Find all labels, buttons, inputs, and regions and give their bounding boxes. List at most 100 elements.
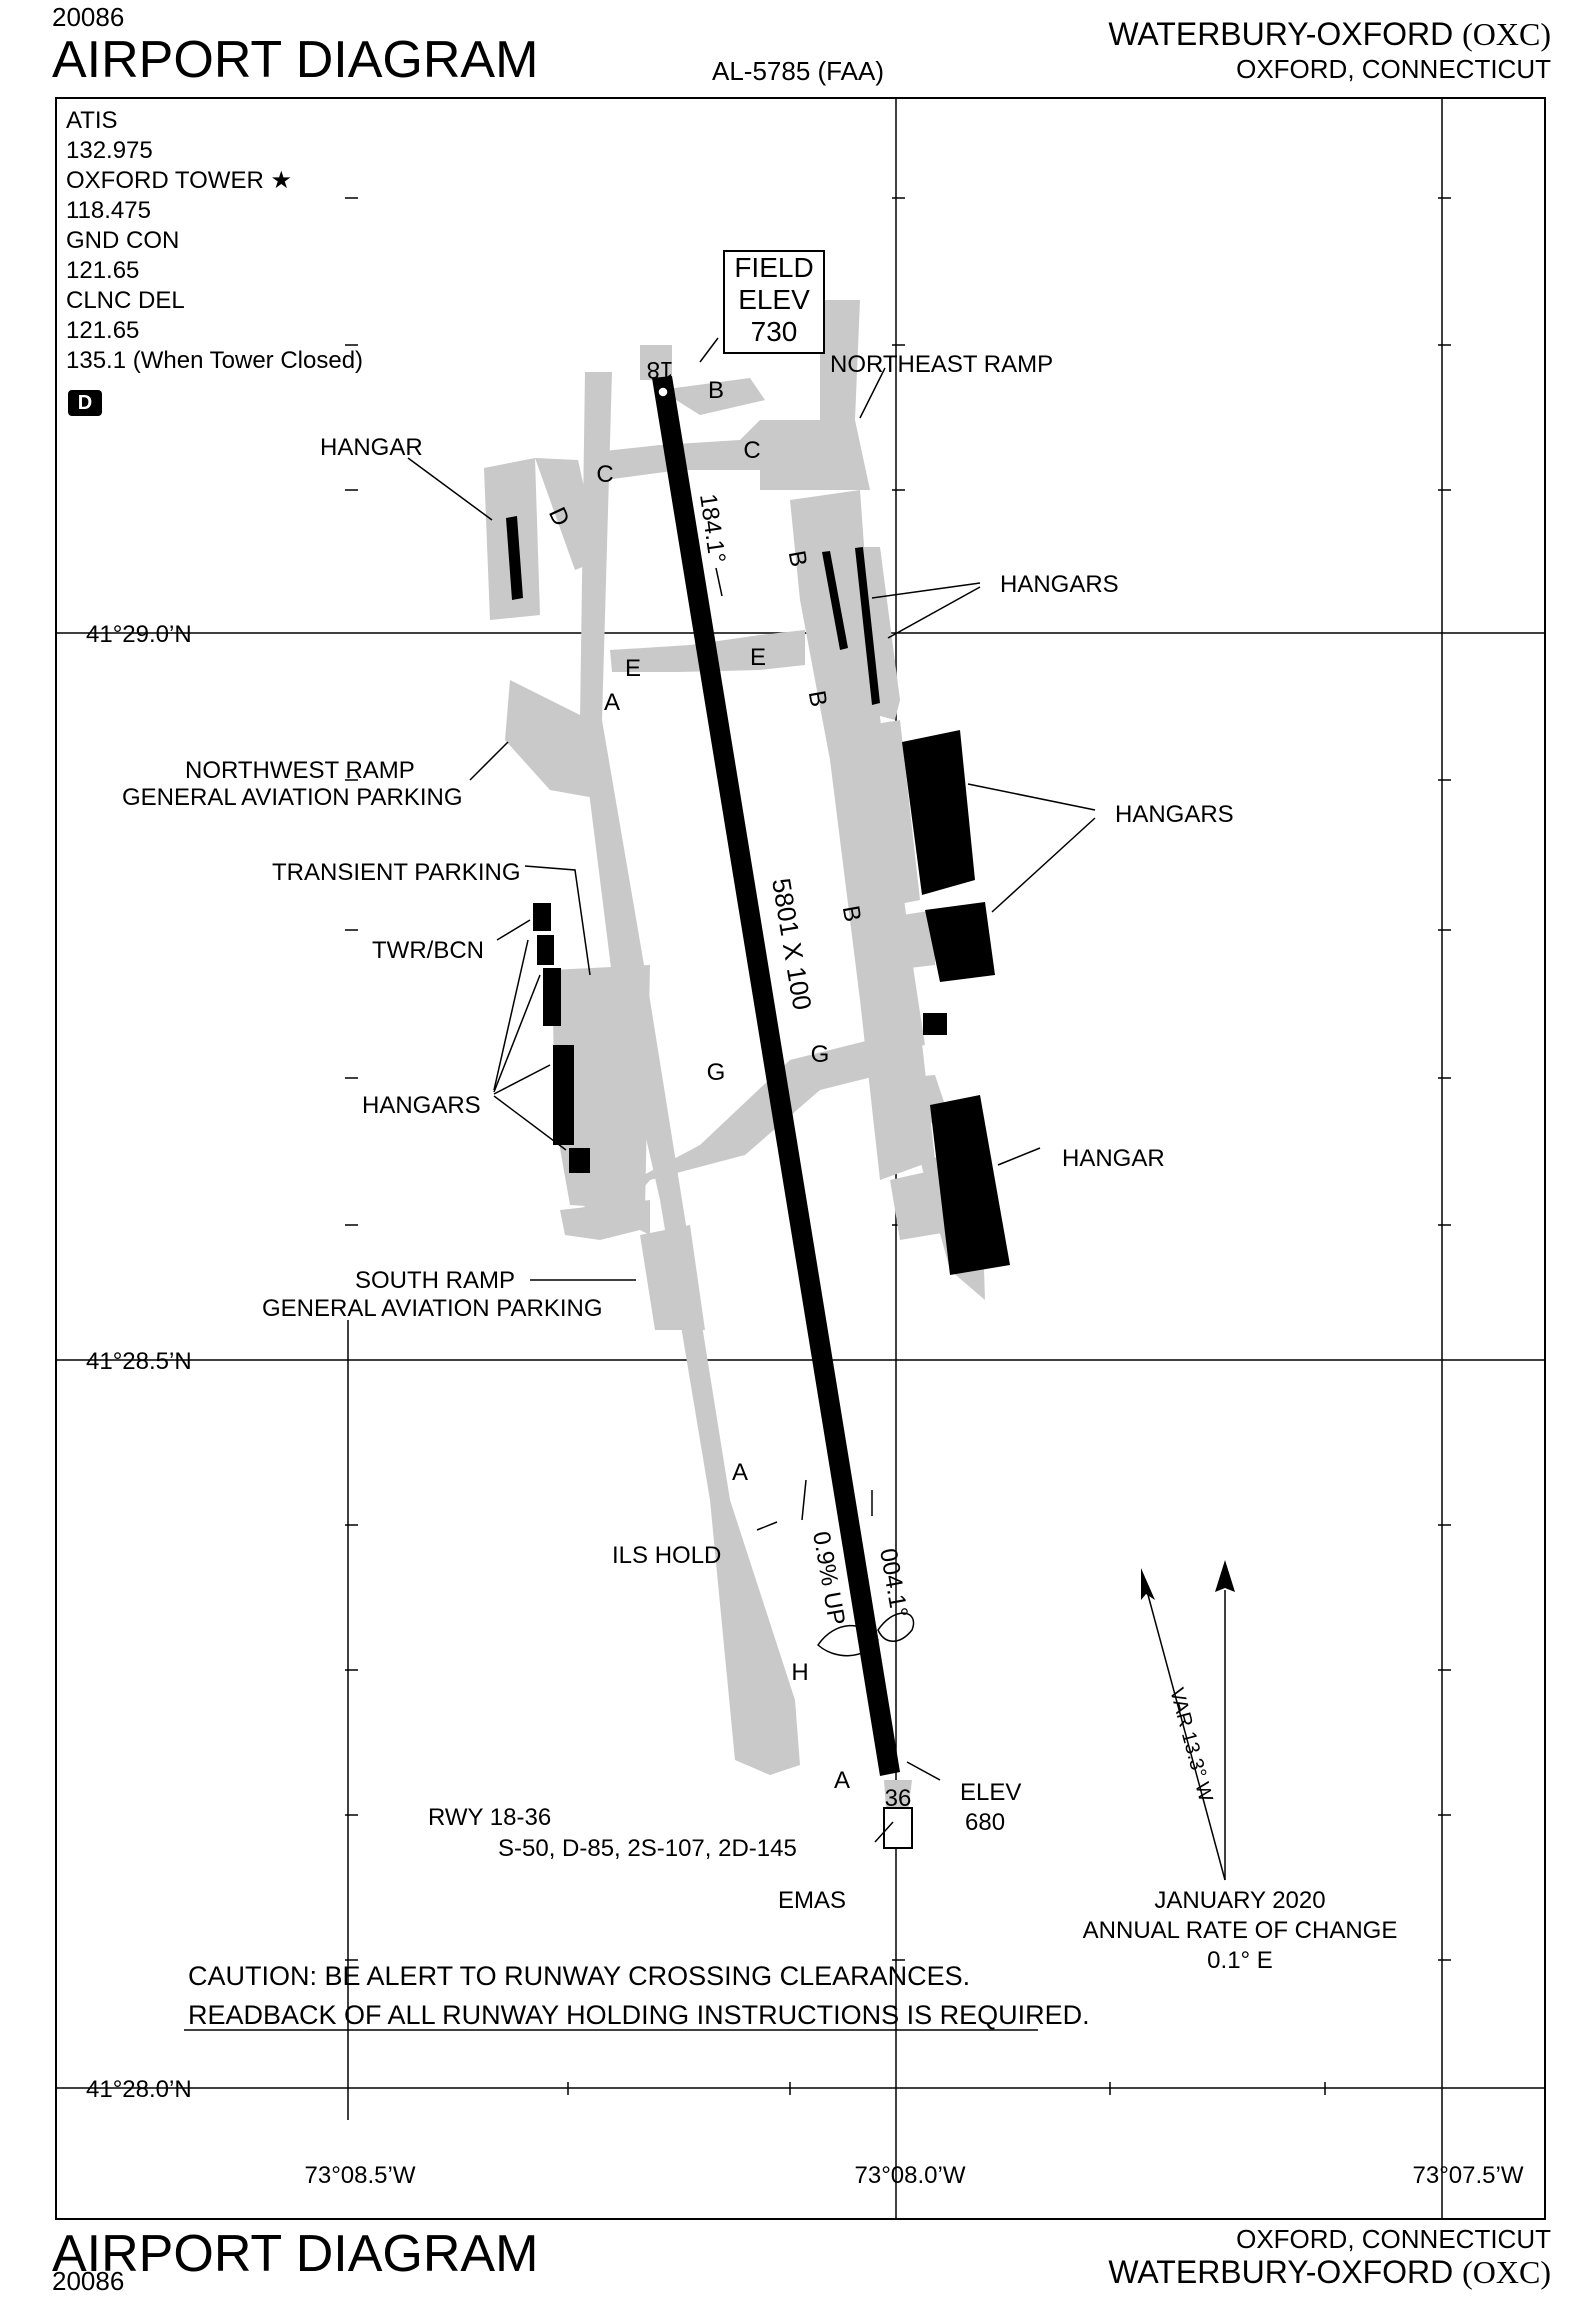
east-apron-c xyxy=(858,980,925,1050)
west-apron-south xyxy=(560,1200,650,1240)
label-nw-ga-parking: GENERAL AVIATION PARKING xyxy=(122,784,463,811)
frequency-list: ATIS 132.975 OXFORD TOWER ★ 118.475 GND … xyxy=(66,106,363,376)
northwest-ramp xyxy=(505,680,606,800)
runway-number-north: 18 xyxy=(647,356,674,383)
d-atis-badge: D xyxy=(68,390,102,416)
airport-name: WATERBURY-OXFORD xyxy=(1108,16,1454,52)
airport-id: (OXC) xyxy=(1462,2254,1551,2290)
caution-line-2: READBACK OF ALL RUNWAY HOLDING INSTRUCTI… xyxy=(188,2000,1090,2030)
taxiway-b-north xyxy=(660,378,765,415)
leader-elev-680 xyxy=(906,1761,941,1781)
leader-twr-bcn xyxy=(496,919,531,941)
taxiway-label-a: A xyxy=(834,1767,850,1794)
leader-hangars-w-2 xyxy=(493,974,541,1093)
hangar-w-1 xyxy=(537,935,554,965)
taxiway-label-e: E xyxy=(750,644,766,671)
hold-mark-h-west xyxy=(817,1624,879,1657)
leader-hangars-w-1 xyxy=(493,939,529,1091)
chart-code-top: 20086 xyxy=(52,2,125,32)
building-e xyxy=(923,1013,947,1035)
freq-line: 135.1 (When Tower Closed) xyxy=(66,347,364,374)
leader-lines xyxy=(407,337,1096,1843)
change-date: JANUARY 2020 xyxy=(1154,1887,1325,1914)
field-elev-line1: FIELD xyxy=(734,252,814,283)
heading-north-label: 004.1° xyxy=(874,1546,913,1619)
label-hangar-se: HANGAR xyxy=(1062,1145,1165,1172)
chart-code-bottom: 20086 xyxy=(52,2266,125,2296)
south-ramp xyxy=(640,1225,705,1330)
latitude-label: 41°28.0’N xyxy=(86,2076,192,2103)
taxiway-label-c: C xyxy=(743,437,760,464)
taxiway-label-e: E xyxy=(625,655,641,682)
freq-line: 132.975 xyxy=(66,137,153,164)
airport-name-bottom: WATERBURY-OXFORD (OXC) xyxy=(1108,2256,1551,2288)
magnetic-variation: VAR 13.3° W xyxy=(1165,1686,1216,1804)
label-hangars-ne: HANGARS xyxy=(1000,571,1119,598)
runway-elev-value: 680 xyxy=(965,1809,1005,1836)
leader-hangars-w-4 xyxy=(493,1095,567,1151)
runway-strength-title: RWY 18-36 xyxy=(428,1804,551,1831)
latitude-label: 41°28.5’N xyxy=(86,1348,192,1375)
freq-line: 121.65 xyxy=(66,257,140,284)
label-ils-hold: ILS HOLD xyxy=(612,1542,721,1569)
label-south-ramp: SOUTH RAMP xyxy=(355,1267,515,1294)
leader-hangars-ne-2 xyxy=(887,586,981,639)
rwy-18-apron xyxy=(820,300,860,420)
runway-18-36 xyxy=(652,376,900,1776)
taxiway-label-b: B xyxy=(708,377,724,404)
leader-hangars-e-1 xyxy=(967,783,1096,811)
taxiway-label-g: G xyxy=(707,1059,726,1086)
airport-name: WATERBURY-OXFORD xyxy=(1108,2254,1454,2290)
label-emas: EMAS xyxy=(778,1887,846,1914)
taxiway-label-a: A xyxy=(604,689,620,716)
leader-transient xyxy=(524,865,591,976)
airport-id: (OXC) xyxy=(1462,16,1551,52)
hangar-w-4 xyxy=(569,1148,590,1173)
runway-elev-label: ELEV xyxy=(960,1779,1021,1806)
label-northeast-ramp: NORTHEAST RAMP xyxy=(830,351,1053,378)
label-northwest-ramp: NORTHWEST RAMP xyxy=(185,757,415,784)
label-transient-parking: TRANSIENT PARKING xyxy=(272,859,520,886)
label-hangars-e: HANGARS xyxy=(1115,801,1234,828)
taxiway-d xyxy=(535,458,600,570)
leader-hangars-ne-1 xyxy=(871,582,981,599)
freq-line: 118.475 xyxy=(66,197,151,224)
field-elevation-box: FIELD ELEV 730 xyxy=(723,250,825,354)
label-tower-beacon: TWR/BCN xyxy=(372,937,484,964)
north-arrows xyxy=(1141,1560,1235,1881)
ils-hold-mark xyxy=(756,1521,778,1531)
runway-dimensions: 5801 X 100 xyxy=(766,876,818,1012)
leader-northeast-ramp xyxy=(859,367,886,419)
change-rate: 0.1° E xyxy=(1207,1947,1273,1974)
page-title: AIRPORT DIAGRAM xyxy=(52,31,539,89)
arrow-heading-south xyxy=(715,567,723,597)
longitude-label: 73°08.0’W xyxy=(855,2162,966,2189)
freq-line: 121.65 xyxy=(66,317,140,344)
magnetic-north-arrow xyxy=(1141,1568,1155,1600)
hangar-e-2 xyxy=(925,902,995,982)
airport-name-top: WATERBURY-OXFORD (OXC) xyxy=(1108,18,1551,50)
leader-hangar-se xyxy=(997,1147,1041,1166)
leader-field-elev xyxy=(699,337,719,363)
taxiway-label-c: C xyxy=(596,461,613,488)
taxiway-a xyxy=(580,372,800,1775)
airport-reference-point xyxy=(657,386,669,398)
freq-line: OXFORD TOWER ★ xyxy=(66,167,292,194)
longitude-label: 73°08.5’W xyxy=(305,2162,416,2189)
hangar-nw xyxy=(506,516,523,600)
leader-hangars-e-2 xyxy=(991,817,1096,913)
longitude-label: 73°07.5’W xyxy=(1413,2162,1524,2189)
hangar-w-2 xyxy=(543,968,561,1026)
field-elev-value: 730 xyxy=(750,316,798,347)
taxiway-label-b: B xyxy=(783,548,812,568)
freq-line: GND CON xyxy=(66,227,180,254)
taxiway-c xyxy=(595,420,870,490)
diagram-frame xyxy=(55,97,1546,2220)
taxiway-g xyxy=(578,1040,880,1225)
hangar-se xyxy=(930,1095,1010,1275)
hangar-ne-1 xyxy=(822,551,848,650)
emas-box xyxy=(883,1807,913,1849)
taxiway-label-a: A xyxy=(732,1459,748,1486)
east-apron-strip xyxy=(870,720,920,905)
